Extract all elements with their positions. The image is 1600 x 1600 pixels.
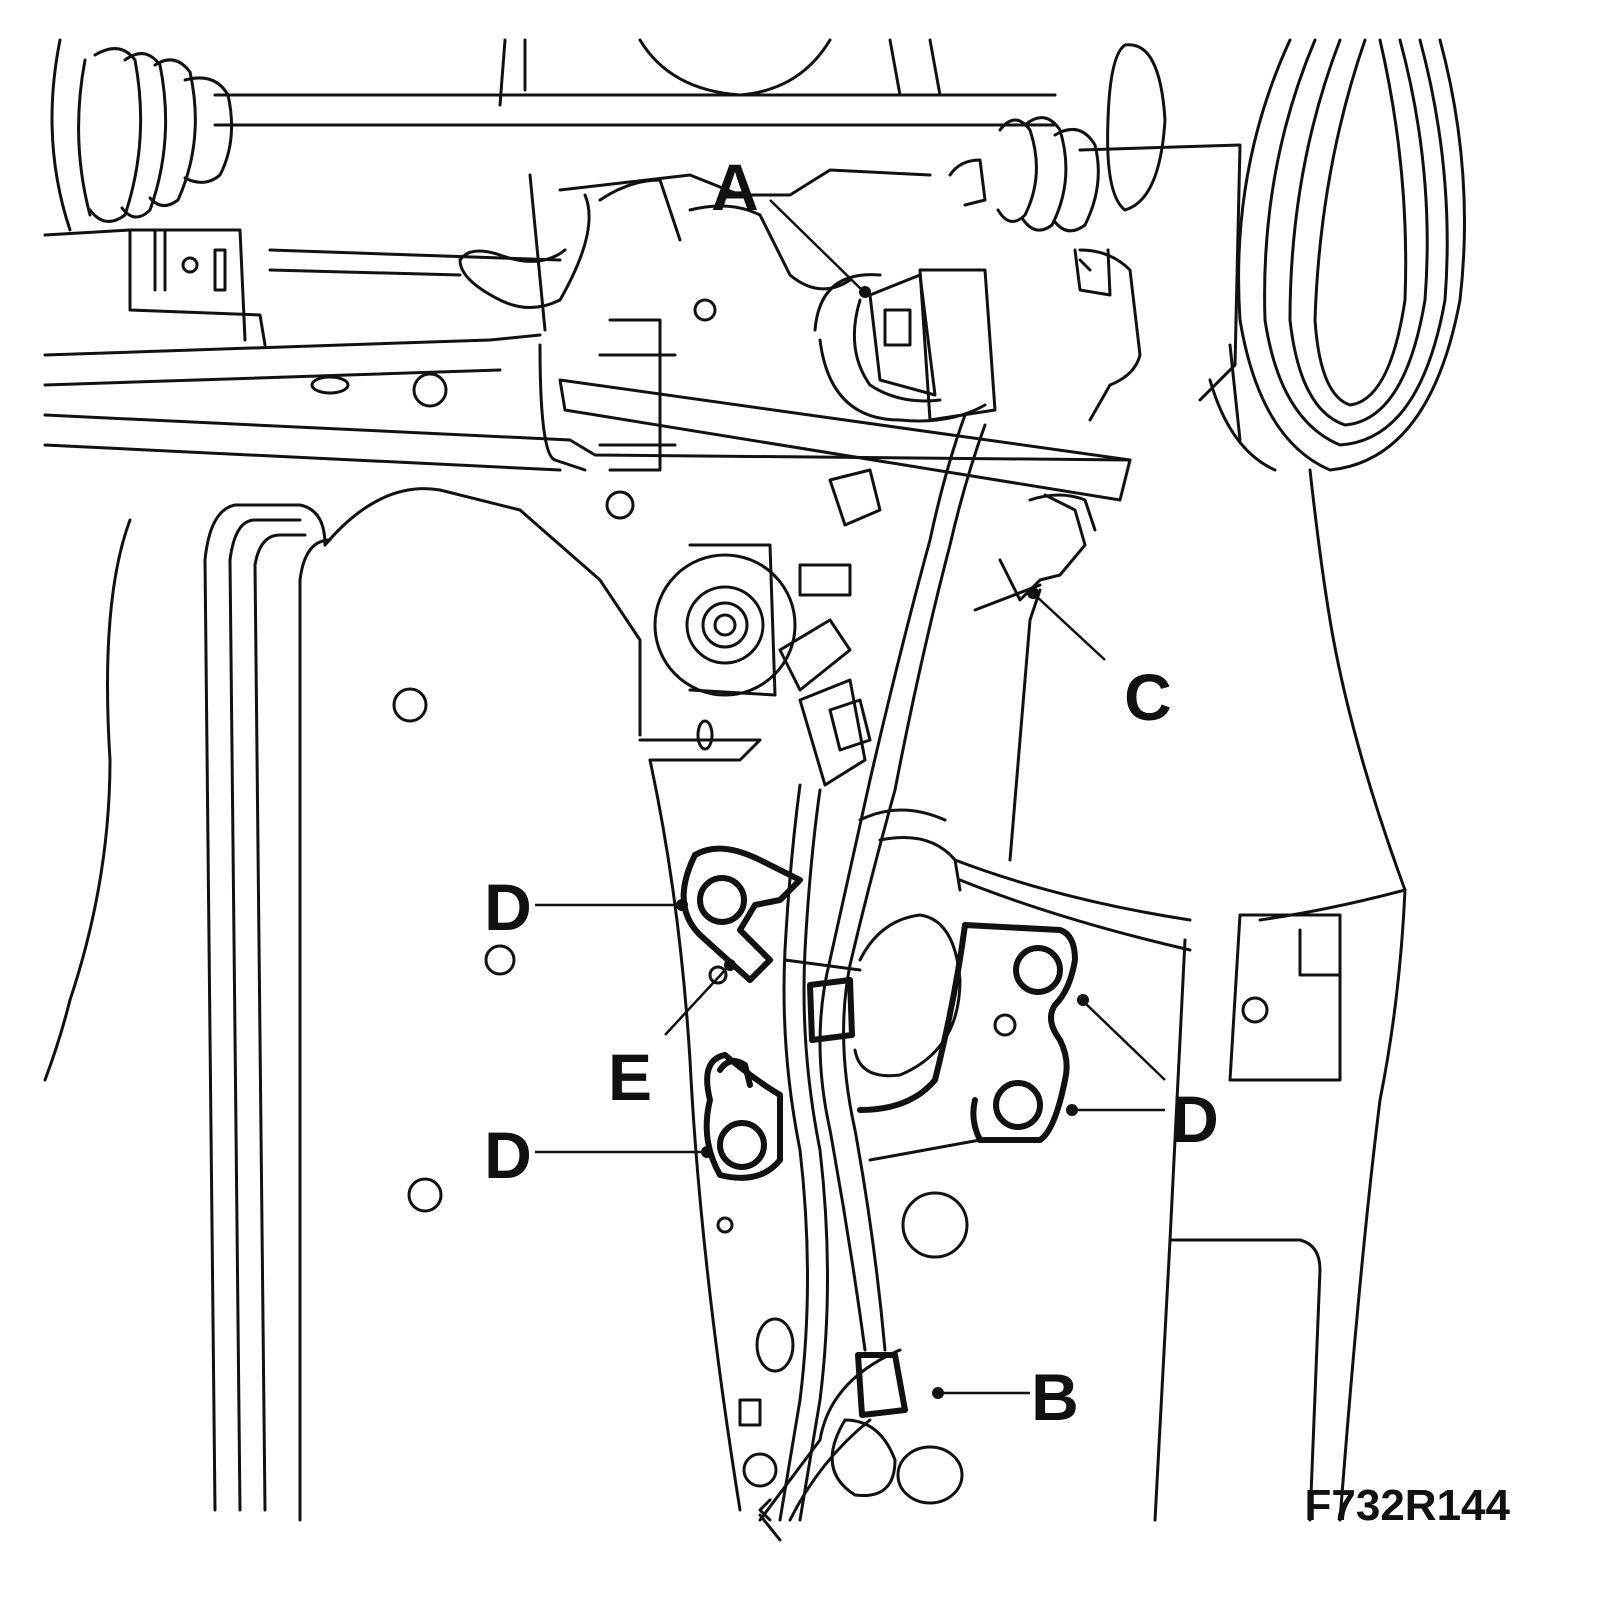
callout-d-lower-left: D	[484, 1118, 532, 1192]
secondary-harness	[778, 783, 862, 1522]
upper-housing	[458, 38, 1242, 422]
callout-c: C	[1124, 660, 1172, 734]
relay-connectors	[778, 468, 882, 787]
leader-lines	[535, 199, 1166, 1399]
callout-b: B	[1031, 1360, 1079, 1434]
lower-panel	[738, 938, 1322, 1522]
callout-e: E	[608, 1040, 652, 1114]
side-panel	[43, 487, 762, 1522]
right-bracket	[857, 922, 1078, 1162]
connector-a	[813, 268, 997, 423]
motor-unit	[653, 543, 797, 751]
callout-d-right: D	[1171, 1082, 1219, 1156]
wiring-harness	[758, 413, 987, 1542]
linkage-bar	[538, 318, 1132, 502]
callout-labels: A B C D D D E	[484, 150, 1219, 1434]
fender-arcs	[1208, 38, 1466, 1522]
drive-shaft	[50, 38, 1167, 233]
bracket-c	[973, 493, 1097, 862]
actuator-body	[853, 808, 1192, 1078]
figure-code: F732R144	[1305, 1481, 1511, 1530]
mounting-plate	[680, 845, 803, 1234]
callout-a: A	[711, 150, 759, 224]
callout-d-upper-left: D	[484, 870, 532, 944]
